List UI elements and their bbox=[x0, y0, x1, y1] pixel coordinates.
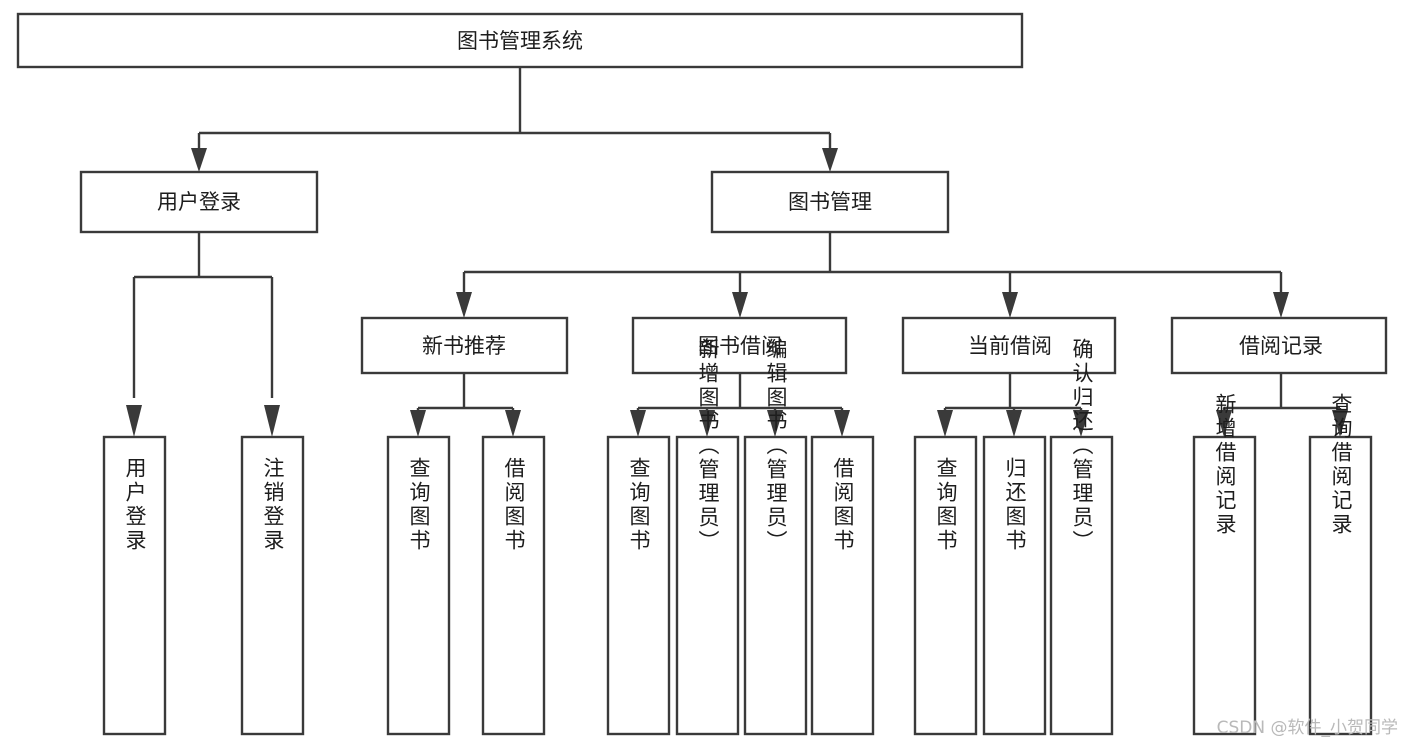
node-leaf-user-login-label: 用户登录 bbox=[123, 457, 147, 553]
node-new-book-rec-box[interactable] bbox=[360, 316, 569, 375]
node-leaf-query-book-2[interactable]: 查询图书 bbox=[606, 435, 671, 736]
node-book-manage-box[interactable] bbox=[710, 170, 950, 234]
node-current-borrow-box[interactable] bbox=[901, 316, 1117, 375]
node-new-book-rec-label: 新书推荐 bbox=[422, 334, 506, 358]
arrowhead-current-borrow bbox=[1002, 292, 1018, 318]
node-book-manage-label: 图书管理 bbox=[788, 190, 872, 214]
arrowhead-leaf-confirm-return bbox=[1073, 410, 1089, 437]
node-leaf-query-book-3[interactable]: 查询图书 bbox=[913, 435, 978, 736]
arrowhead-borrow-record bbox=[1273, 292, 1289, 318]
node-leaf-query-record[interactable]: 查询借阅记录 bbox=[1308, 393, 1373, 736]
node-leaf-borrow-book-2[interactable]: 借阅图书 bbox=[810, 435, 875, 736]
node-book-borrow-box[interactable] bbox=[631, 316, 848, 375]
node-leaf-borrow-book-2-label: 借阅图书 bbox=[831, 457, 855, 553]
node-leaf-query-book-1-label: 查询图书 bbox=[407, 457, 431, 553]
node-leaf-query-record-label: 查询借阅记录 bbox=[1329, 393, 1353, 537]
node-leaf-query-book-3-box[interactable] bbox=[913, 435, 978, 736]
arrowhead-leaf-borrow-book-2 bbox=[834, 410, 850, 437]
node-user-login-label: 用户登录 bbox=[157, 190, 241, 214]
arrowhead-leaf-return-book bbox=[1006, 410, 1022, 437]
node-leaf-query-record-box[interactable] bbox=[1308, 435, 1373, 736]
csdn-watermark: CSDN @软件_小贺同学 bbox=[1217, 718, 1398, 738]
arrowhead-book-manage bbox=[822, 148, 838, 172]
node-book-borrow-label: 图书借阅 bbox=[698, 334, 782, 358]
arrowhead-leaf-query-book-1 bbox=[410, 410, 426, 437]
node-leaf-logout-login[interactable]: 注销登录 bbox=[240, 435, 305, 736]
node-leaf-query-book-1-box[interactable] bbox=[386, 435, 451, 736]
node-leaf-logout-login-label: 注销登录 bbox=[261, 457, 285, 553]
node-root-box[interactable] bbox=[16, 12, 1024, 69]
node-leaf-borrow-book-1[interactable]: 借阅图书 bbox=[481, 435, 546, 736]
node-leaf-borrow-book-1-label: 借阅图书 bbox=[502, 457, 526, 553]
node-borrow-record-box[interactable] bbox=[1170, 316, 1388, 375]
node-leaf-query-book-2-box[interactable] bbox=[606, 435, 671, 736]
node-new-book-rec[interactable]: 新书推荐 bbox=[360, 316, 569, 375]
node-leaf-add-record[interactable]: 新增借阅记录 bbox=[1192, 393, 1257, 736]
node-leaf-confirm-return[interactable]: 确认归还（管理员） bbox=[1049, 338, 1114, 736]
node-leaf-return-book[interactable]: 归还图书 bbox=[982, 435, 1047, 736]
node-leaf-edit-book-label: 编辑图书（管理员） bbox=[764, 338, 788, 554]
node-leaf-return-book-box[interactable] bbox=[982, 435, 1047, 736]
node-leaf-query-book-2-label: 查询图书 bbox=[627, 457, 651, 553]
node-leaf-add-record-label: 新增借阅记录 bbox=[1213, 393, 1237, 537]
node-book-manage[interactable]: 图书管理 bbox=[710, 170, 950, 234]
arrowhead-leaf-borrow-book-1 bbox=[505, 410, 521, 437]
arrowhead-leaf-edit-book bbox=[767, 410, 783, 437]
arrowhead-user-login bbox=[191, 148, 207, 172]
node-leaf-edit-book-box[interactable] bbox=[743, 435, 808, 736]
node-leaf-add-book-label: 新增图书（管理员） bbox=[696, 338, 720, 554]
arrowhead-leaf-query-book-3 bbox=[937, 410, 953, 437]
arrowhead-leaf-logout-login bbox=[264, 405, 280, 437]
node-borrow-record[interactable]: 借阅记录 bbox=[1170, 316, 1388, 375]
node-leaf-borrow-book-2-box[interactable] bbox=[810, 435, 875, 736]
arrowhead-leaf-add-book bbox=[699, 410, 715, 437]
node-user-login-box[interactable] bbox=[79, 170, 319, 234]
arrowhead-leaf-add-record bbox=[1216, 410, 1232, 437]
node-leaf-logout-login-box[interactable] bbox=[240, 435, 305, 736]
node-leaf-user-login-box[interactable] bbox=[102, 435, 167, 736]
node-leaf-query-book-3-label: 查询图书 bbox=[934, 457, 958, 553]
node-root-label: 图书管理系统 bbox=[457, 29, 583, 53]
node-leaf-confirm-return-box[interactable] bbox=[1049, 435, 1114, 736]
arrowhead-book-borrow bbox=[732, 292, 748, 318]
node-leaf-confirm-return-label: 确认归还（管理员） bbox=[1070, 338, 1094, 554]
node-leaf-borrow-book-1-box[interactable] bbox=[481, 435, 546, 736]
arrowhead-leaf-user-login bbox=[126, 405, 142, 437]
node-current-borrow[interactable]: 当前借阅 bbox=[901, 316, 1117, 375]
node-leaf-add-book-box[interactable] bbox=[675, 435, 740, 736]
arrowhead-leaf-query-record bbox=[1332, 410, 1348, 437]
arrowhead-new-book-rec bbox=[456, 292, 472, 318]
node-root[interactable]: 图书管理系统 bbox=[16, 12, 1024, 69]
node-book-borrow[interactable]: 图书借阅 bbox=[631, 316, 848, 375]
node-leaf-edit-book[interactable]: 编辑图书（管理员） bbox=[743, 338, 808, 736]
node-leaf-return-book-label: 归还图书 bbox=[1003, 457, 1027, 553]
connectors-layer bbox=[126, 67, 1348, 437]
node-user-login[interactable]: 用户登录 bbox=[79, 170, 319, 234]
node-current-borrow-label: 当前借阅 bbox=[968, 334, 1052, 358]
arrowhead-leaf-query-book-2 bbox=[630, 410, 646, 437]
node-leaf-user-login[interactable]: 用户登录 bbox=[102, 435, 167, 736]
node-borrow-record-label: 借阅记录 bbox=[1239, 334, 1323, 358]
node-leaf-query-book-1[interactable]: 查询图书 bbox=[386, 435, 451, 736]
node-leaf-add-record-box[interactable] bbox=[1192, 435, 1257, 736]
node-leaf-add-book[interactable]: 新增图书（管理员） bbox=[675, 338, 740, 736]
